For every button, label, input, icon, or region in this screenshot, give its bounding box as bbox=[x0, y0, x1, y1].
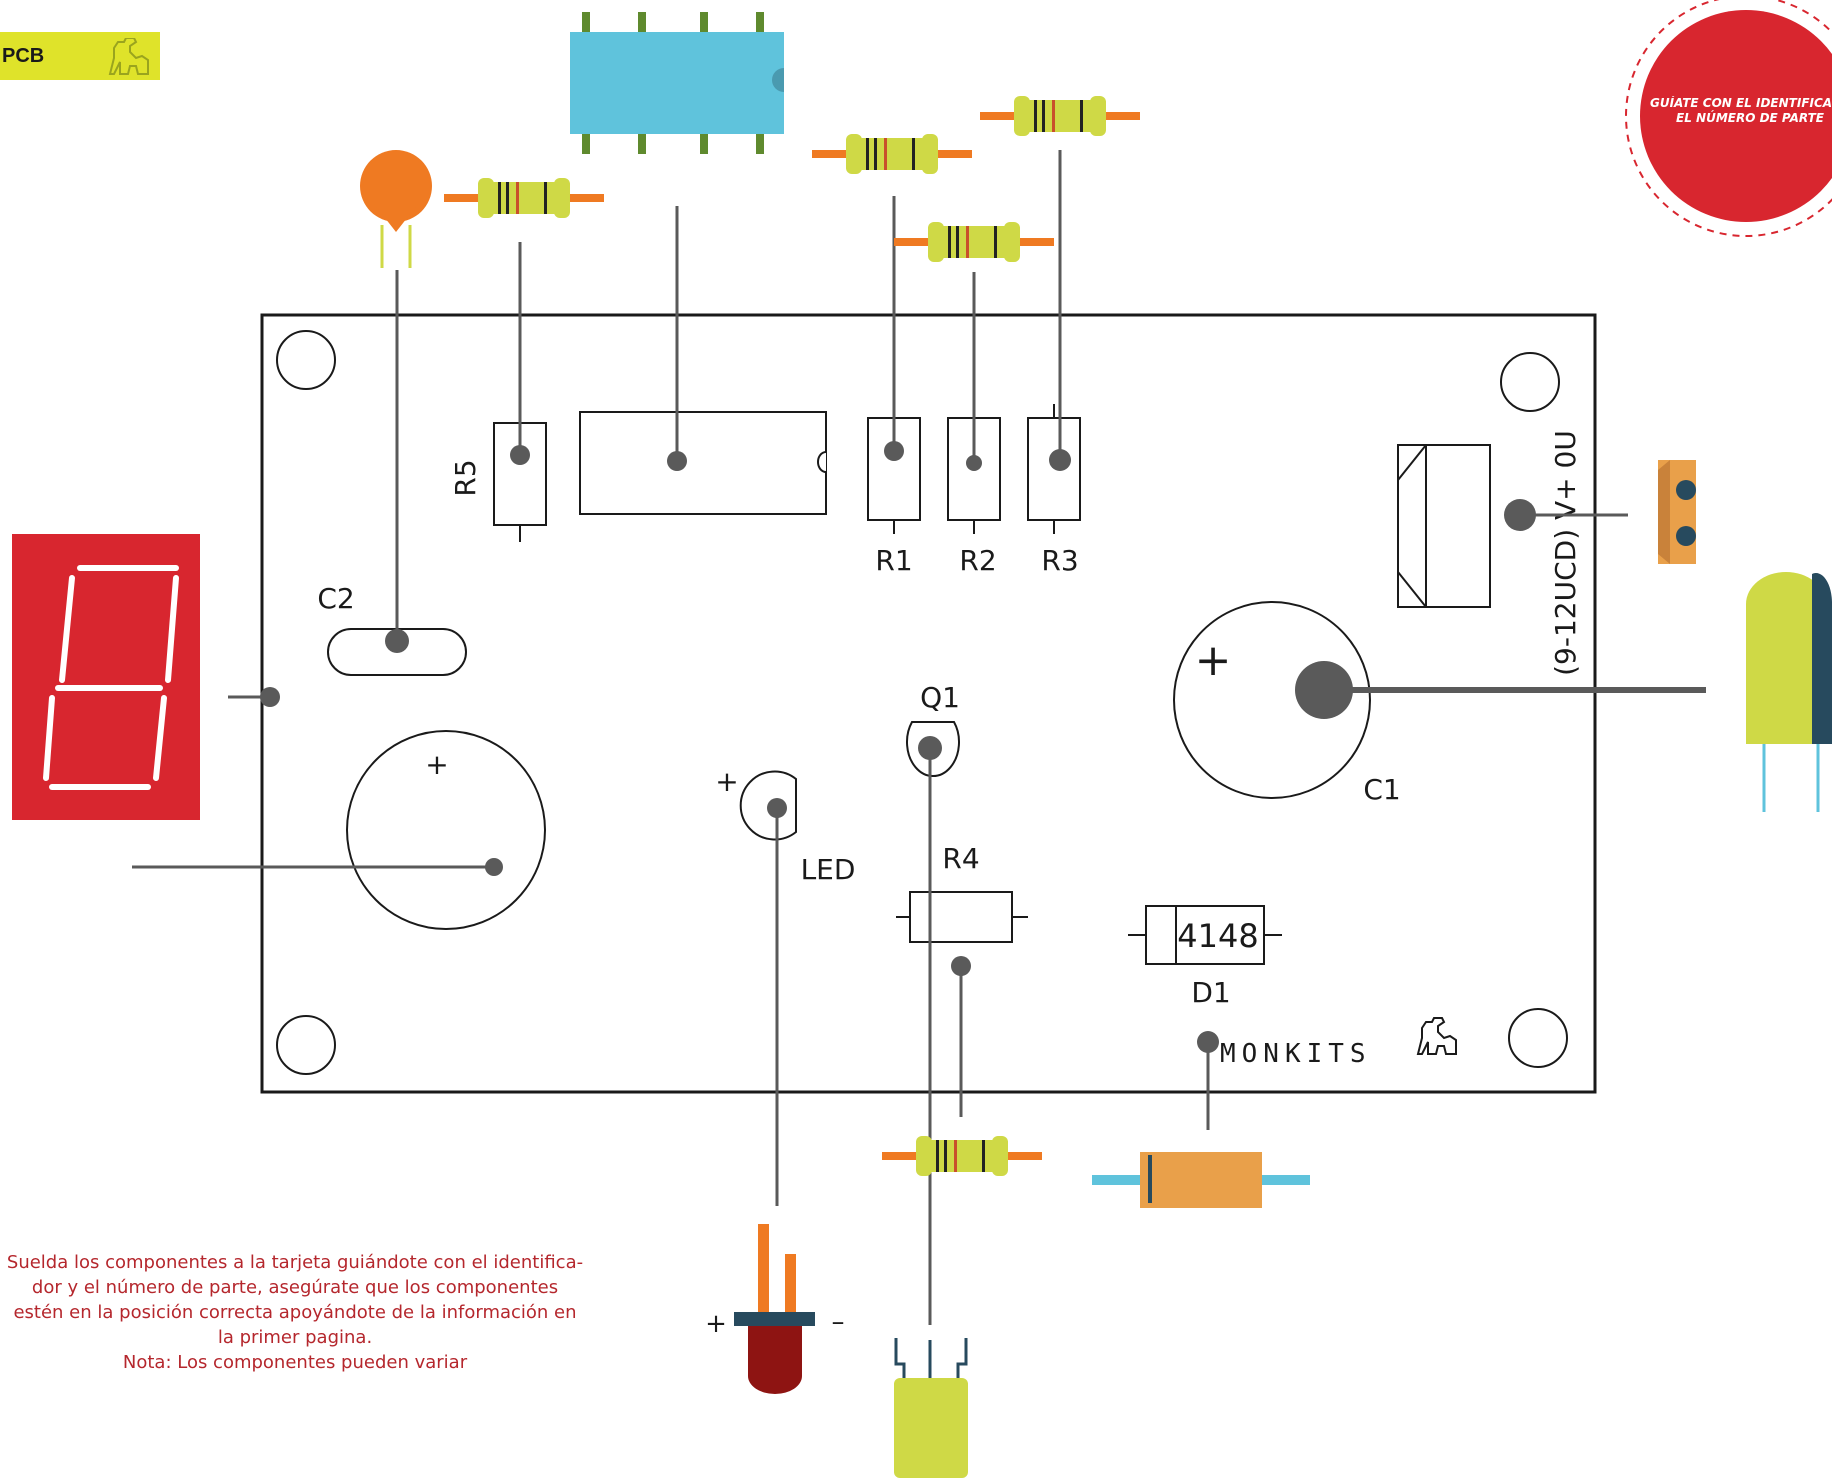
leader-lines bbox=[132, 150, 1706, 1325]
resistor-r4 bbox=[882, 1136, 1042, 1176]
seven-segment-display bbox=[12, 534, 200, 820]
q1-footprint bbox=[906, 721, 960, 777]
transistor-q1 bbox=[894, 1338, 968, 1478]
c1-footprint bbox=[1173, 601, 1371, 799]
connection-dots bbox=[260, 441, 1536, 1053]
c1-label: C1 bbox=[1363, 773, 1400, 806]
d1-label: D1 bbox=[1191, 976, 1230, 1009]
led-minus-terminal: – bbox=[832, 1307, 845, 1337]
monkits-tag-logo-icon bbox=[108, 38, 149, 75]
instructions-line-1: Suelda los componentes a la tarjeta guiá… bbox=[6, 1252, 584, 1273]
diode-1n4148 bbox=[1092, 1152, 1310, 1208]
ic-footprint bbox=[579, 411, 827, 515]
r3-label: R3 bbox=[1041, 544, 1078, 577]
electrolytic-capacitor bbox=[1746, 572, 1832, 812]
pcb-section-tag: PCB bbox=[0, 32, 160, 80]
instructions-line-5: Nota: Los componentes pueden variar bbox=[122, 1352, 468, 1373]
regulator-footprint bbox=[1397, 444, 1491, 608]
instructions-line-3: estén en la posición correcta apoyándote… bbox=[13, 1302, 577, 1323]
q1-label: Q1 bbox=[920, 681, 960, 714]
resistor-r5 bbox=[444, 178, 604, 218]
led-label: LED bbox=[801, 853, 856, 886]
c1-plus: + bbox=[1195, 635, 1232, 686]
r4-label: R4 bbox=[942, 842, 979, 875]
mounting-hole-bottom-right bbox=[1508, 1008, 1568, 1068]
pcb-tag-label: PCB bbox=[2, 44, 45, 67]
ic-chip bbox=[570, 12, 784, 154]
mounting-hole-top-right bbox=[1500, 352, 1560, 412]
resistor-r3 bbox=[980, 96, 1140, 136]
brand-text: MONKITS bbox=[1220, 1039, 1372, 1069]
cap-left-plus: + bbox=[425, 748, 448, 781]
terminal-connector bbox=[1658, 460, 1696, 564]
monkits-logo-icon bbox=[1416, 1017, 1457, 1055]
power-input-label: (9-12UCD) V+ 0U bbox=[1549, 430, 1582, 676]
assembly-instructions: Suelda los componentes a la tarjeta guiá… bbox=[0, 1250, 590, 1375]
c2-label: C2 bbox=[317, 582, 354, 615]
led-component: + – bbox=[705, 1224, 845, 1394]
tip-badge bbox=[1625, 0, 1832, 237]
d1-part-number: 4148 bbox=[1177, 917, 1258, 955]
led-plus: + bbox=[715, 765, 738, 798]
ceramic-capacitor bbox=[360, 150, 432, 268]
led-footprint bbox=[739, 770, 797, 841]
r1-label: R1 bbox=[875, 544, 912, 577]
resistor-r2 bbox=[894, 222, 1054, 262]
tip-line-2: EL NÚMERO DE PARTE bbox=[1676, 111, 1824, 125]
instructions-line-2: dor y el número de parte, asegúrate que … bbox=[31, 1277, 559, 1298]
tip-text: GUÍATE CON EL IDENTIFICADOR Y EL NÚMERO … bbox=[1650, 96, 1832, 126]
tip-line-1: GUÍATE CON EL IDENTIFICADOR Y bbox=[1650, 96, 1832, 110]
instructions-line-4: la primer pagina. bbox=[217, 1327, 373, 1348]
mounting-hole-top-left bbox=[276, 330, 336, 390]
r4-footprint bbox=[896, 891, 1028, 943]
d1-footprint bbox=[1128, 905, 1282, 965]
r5-label: R5 bbox=[449, 459, 482, 496]
mounting-hole-bottom-left bbox=[276, 1015, 336, 1075]
led-plus-terminal: + bbox=[705, 1309, 727, 1339]
resistor-r1 bbox=[812, 134, 972, 174]
r2-label: R2 bbox=[959, 544, 996, 577]
electrolytic-cap-left-footprint bbox=[346, 730, 546, 930]
